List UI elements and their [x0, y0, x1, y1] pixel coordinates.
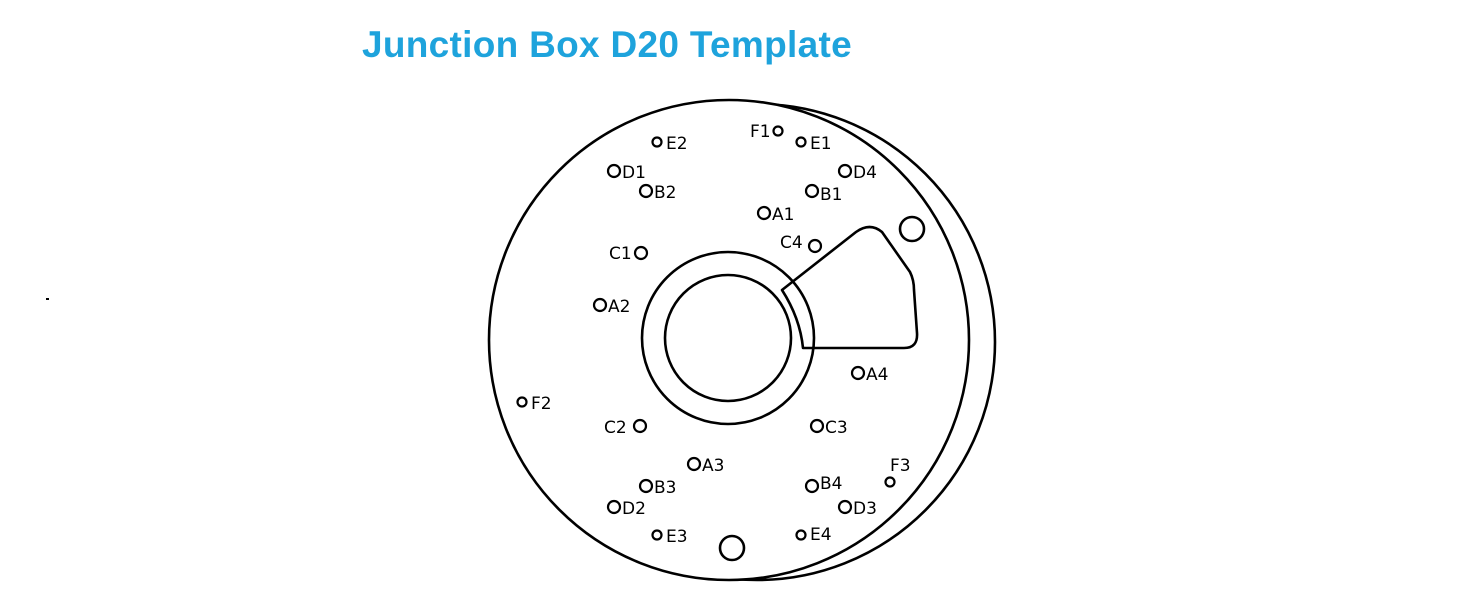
label-A1: A1 — [772, 205, 794, 225]
hole-D3: D3 — [837, 499, 877, 519]
label-C4: C4 — [780, 233, 803, 253]
label-E2: E2 — [666, 134, 688, 154]
label-D3: D3 — [853, 499, 877, 519]
hole-D1: D1 — [606, 163, 646, 183]
hole-E3-marker — [651, 529, 663, 541]
label-F2: F2 — [531, 394, 552, 414]
hole-B4: B4 — [804, 474, 842, 494]
hole-F3-marker — [884, 476, 896, 488]
hole-A1-marker — [756, 205, 772, 221]
hole-E3: E3 — [651, 527, 688, 547]
hole-C1-marker — [633, 245, 649, 261]
hole-E2: E2 — [651, 134, 688, 154]
label-C2: C2 — [604, 418, 627, 438]
hole-C3: C3 — [809, 418, 848, 438]
label-A3: A3 — [702, 456, 724, 476]
hole-D2: D2 — [606, 499, 646, 519]
label-C1: C1 — [609, 244, 632, 264]
label-D4: D4 — [853, 163, 877, 183]
hole-A2-marker — [592, 297, 608, 313]
label-C3: C3 — [825, 418, 848, 438]
label-B4: B4 — [820, 474, 842, 494]
hole-F1-marker — [772, 125, 784, 137]
label-B3: B3 — [654, 478, 676, 498]
front-plate-outline — [487, 98, 971, 582]
hole-E4: E4 — [795, 525, 832, 545]
label-F3: F3 — [890, 456, 911, 476]
hole-C4-marker — [807, 238, 823, 254]
hole-D4-marker — [837, 163, 853, 179]
hole-D3-marker — [837, 499, 853, 515]
label-A2: A2 — [608, 297, 630, 317]
hole-C2-marker — [632, 418, 648, 434]
hole-E1: E1 — [795, 134, 832, 154]
hole-F2-marker — [516, 396, 528, 408]
hole-A4-marker — [850, 365, 866, 381]
center-ring-inner — [663, 273, 793, 403]
hole-A1: A1 — [756, 205, 794, 225]
hole-A4: A4 — [850, 365, 888, 385]
mounting-hole-bottom — [718, 534, 746, 562]
hole-C2: C2 — [604, 418, 648, 438]
hole-F1: F1 — [750, 122, 784, 142]
label-B2: B2 — [654, 183, 676, 203]
label-B1: B1 — [820, 185, 842, 205]
hole-B1-marker — [804, 183, 820, 199]
label-D1: D1 — [622, 163, 646, 183]
hole-B2-marker — [638, 183, 654, 199]
label-E4: E4 — [810, 525, 832, 545]
label-E3: E3 — [666, 527, 688, 547]
page-title: Junction Box D20 Template — [362, 24, 852, 65]
center-ring-outer — [640, 250, 816, 426]
hole-D4: D4 — [837, 163, 877, 183]
hole-E4-marker — [795, 529, 807, 541]
hole-C4: C4 — [780, 233, 823, 254]
hole-B1: B1 — [804, 183, 842, 205]
hole-D2-marker — [606, 499, 622, 515]
hole-C1: C1 — [609, 244, 649, 264]
cam-cutout — [780, 225, 919, 350]
hole-B3-marker — [638, 478, 654, 494]
hole-E2-marker — [651, 136, 663, 148]
hole-F2: F2 — [516, 394, 552, 414]
mounting-hole-top — [898, 215, 926, 243]
hole-C3-marker — [809, 418, 825, 434]
label-F1: F1 — [750, 122, 771, 142]
hole-A2: A2 — [592, 297, 630, 317]
hole-B4-marker — [804, 478, 820, 494]
hole-A3: A3 — [686, 456, 724, 476]
label-D2: D2 — [622, 499, 646, 519]
hole-F3: F3 — [884, 456, 911, 488]
hole-B3: B3 — [638, 478, 676, 498]
hole-D1-marker — [606, 163, 622, 179]
label-A4: A4 — [866, 365, 888, 385]
hole-A3-marker — [686, 456, 702, 472]
hole-E1-marker — [795, 136, 807, 148]
stray-dot — [46, 298, 49, 300]
label-E1: E1 — [810, 134, 832, 154]
hole-B2: B2 — [638, 183, 676, 203]
